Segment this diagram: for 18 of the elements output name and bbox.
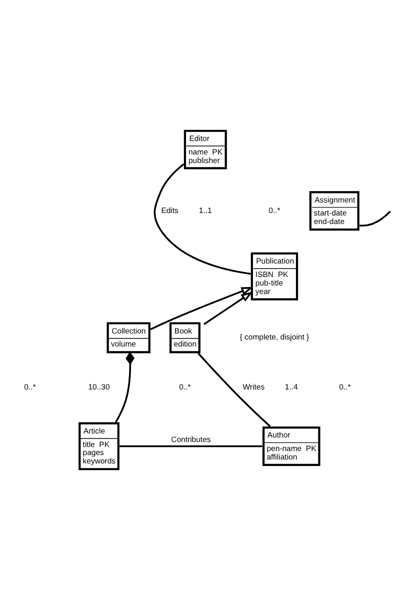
- label: 0..*: [24, 382, 36, 392]
- edge-label: Edits: [161, 205, 178, 214]
- connector: [120, 444, 262, 447]
- label: 0..*: [179, 382, 191, 392]
- connector: [198, 352, 271, 426]
- label: 1..4: [284, 382, 298, 392]
- label: 0..*: [268, 205, 280, 214]
- edge-label: Writes: [242, 382, 265, 392]
- connector: [359, 210, 391, 226]
- arrow: [150, 286, 254, 330]
- label: 10..30: [88, 382, 110, 392]
- label: { complete, disjoint }: [240, 332, 310, 342]
- arrow: [204, 291, 253, 324]
- connector: [115, 351, 134, 422]
- label: 0..*: [339, 382, 351, 392]
- connector: [154, 162, 251, 274]
- edge-label: Contributes: [171, 434, 211, 444]
- label: 1..1: [198, 205, 212, 214]
